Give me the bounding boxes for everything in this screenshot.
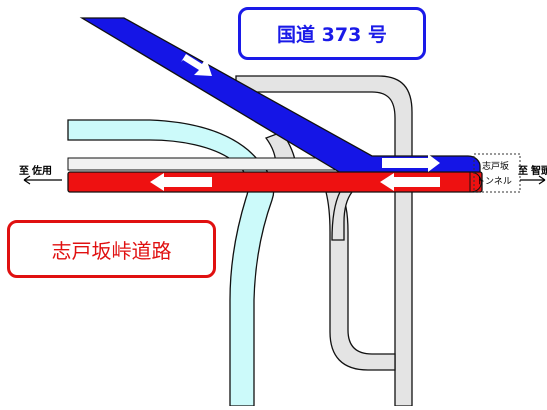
tunnel-portal [473, 153, 521, 193]
national-route-373 [79, 17, 481, 177]
arrow-left-icon [23, 175, 62, 185]
tunnel-label-line1: 志戸坂 [482, 160, 509, 172]
national-route-label: 国道 373 号 [238, 7, 426, 60]
to-east-prefix: 至 [518, 165, 528, 177]
pass-road-label: 志戸坂峠道路 [7, 220, 216, 278]
to-east-place: 智頭 [531, 164, 547, 177]
arrow-right-icon [520, 175, 546, 185]
national-route-text: 国道 373 号 [277, 24, 387, 46]
tunnel-label-line2: トンネル [476, 176, 512, 187]
pass-road-text: 志戸坂峠道路 [51, 238, 172, 263]
direction-arrow-icon [150, 54, 440, 191]
to-west-prefix: 至 [19, 165, 29, 177]
to-west-place: 佐用 [31, 164, 52, 177]
